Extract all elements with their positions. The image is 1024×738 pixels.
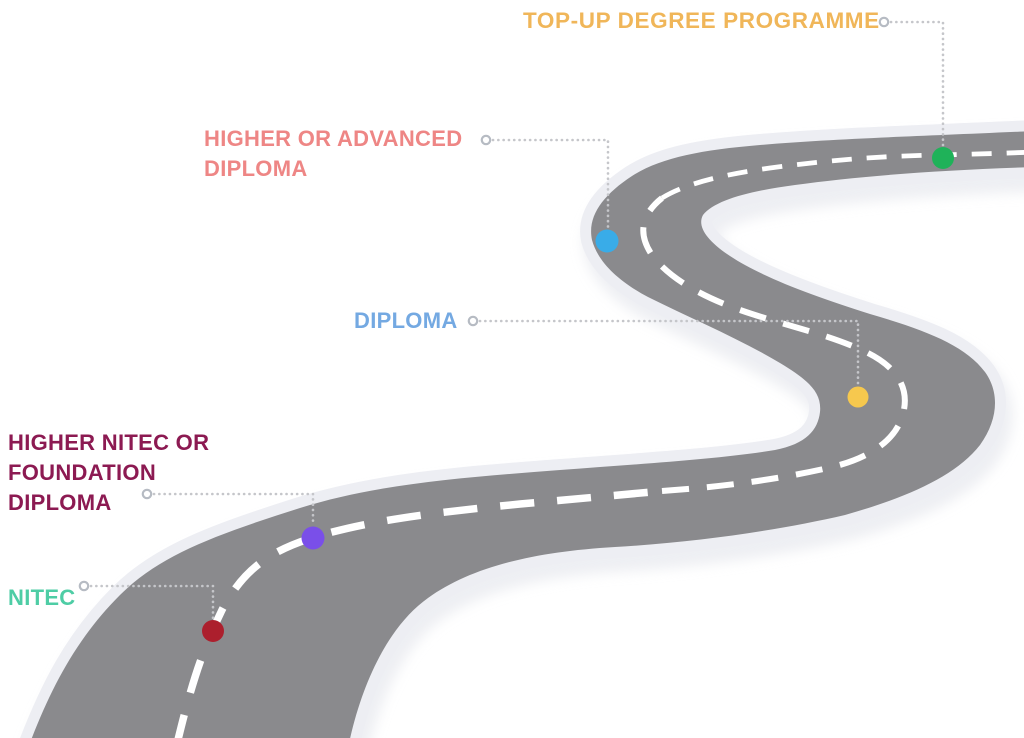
nitec-label-line: NITEC (8, 585, 76, 610)
diploma-dot (847, 386, 869, 408)
road-center-dashes-middle (640, 195, 908, 494)
top-up-dot (932, 147, 954, 169)
diploma-label: DIPLOMA (354, 306, 458, 336)
nitec-marker (78, 580, 224, 642)
nitec-dot (202, 620, 224, 642)
nitec-label: NITEC (8, 583, 76, 613)
higher-advanced-connector-ring (480, 134, 492, 146)
road-center-dashes-bottom (174, 487, 663, 738)
higher-nitec-connector-ring (141, 488, 153, 500)
diploma-marker (467, 315, 869, 408)
higher-advanced-label-line: HIGHER OR ADVANCED (204, 126, 463, 151)
higher-nitec-label: HIGHER NITEC OR FOUNDATION DIPLOMA (8, 428, 209, 518)
higher-nitec-connector-line (152, 492, 315, 526)
top-up-connector-ring (878, 16, 890, 28)
top-up-connector-line (889, 20, 945, 147)
higher-advanced-dot (595, 229, 619, 253)
top-up-label: TOP-UP DEGREE PROGRAMME (523, 6, 880, 36)
higher-nitec-label-line: FOUNDATION (8, 460, 157, 485)
road-center-dashes-top (660, 150, 1024, 201)
nitec-connector-ring (78, 580, 90, 592)
top-up-label-line: TOP-UP DEGREE PROGRAMME (523, 8, 880, 33)
nitec-connector-line (89, 584, 215, 620)
diploma-label-line: DIPLOMA (354, 308, 458, 333)
higher-advanced-label: HIGHER OR ADVANCED DIPLOMA (204, 124, 462, 184)
higher-advanced-connector-line (491, 138, 610, 229)
higher-nitec-dot (301, 526, 325, 550)
higher-nitec-marker (141, 488, 325, 550)
higher-nitec-label-line: HIGHER NITEC OR (8, 430, 210, 455)
higher-advanced-label-line: DIPLOMA (204, 156, 308, 181)
diploma-connector-ring (467, 315, 479, 327)
higher-nitec-label-line: DIPLOMA (8, 490, 112, 515)
diploma-connector-line (478, 319, 860, 386)
higher-advanced-marker (480, 134, 619, 253)
top-up-marker (878, 16, 954, 169)
